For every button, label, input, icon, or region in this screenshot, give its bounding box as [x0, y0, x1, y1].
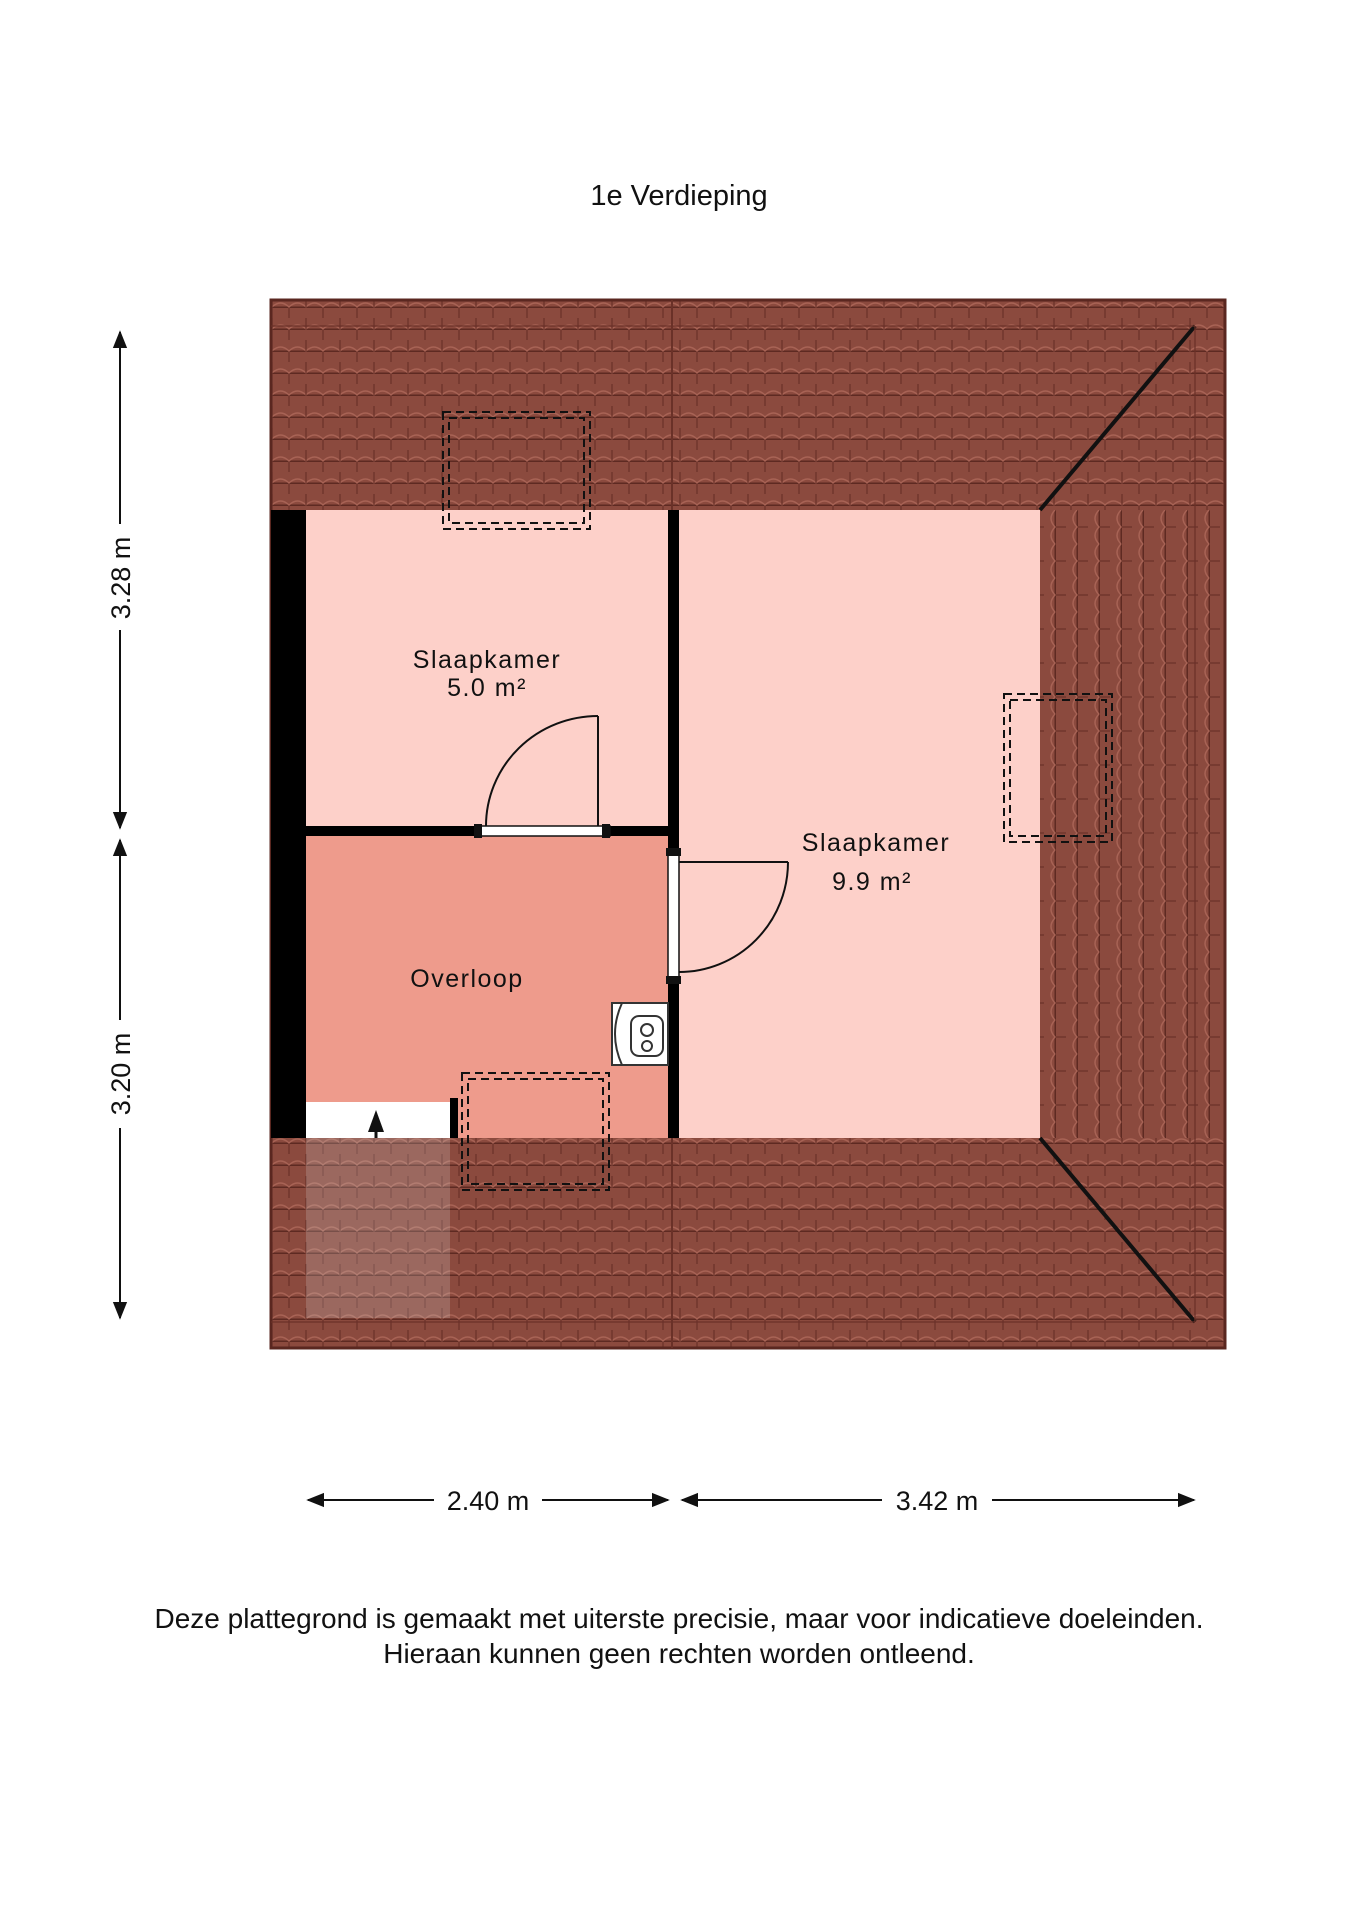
wall-middle — [668, 510, 679, 1138]
skylight-top-inner — [448, 417, 585, 524]
skylight-right-inner — [1009, 699, 1107, 837]
room-landing-fill — [306, 836, 668, 1138]
roof-right — [1040, 510, 1225, 1138]
skylight-top — [442, 411, 591, 530]
skylight-right — [1003, 693, 1113, 843]
skylight-bottom-inner — [467, 1078, 604, 1185]
wall-stair-edge — [450, 1098, 458, 1138]
stair-arrow — [368, 1110, 384, 1132]
boiler-knob — [641, 1040, 653, 1052]
wall-left — [271, 510, 306, 1138]
dim-height-lower: 3.20 m — [106, 1033, 136, 1116]
door-jamb — [666, 976, 681, 984]
roof — [269, 298, 1227, 1350]
door-bedroom-small — [474, 715, 611, 838]
door-bedroom-large — [666, 848, 789, 984]
skylights — [442, 411, 1113, 1191]
boiler-front — [614, 1002, 623, 1066]
door-frame — [667, 851, 680, 981]
room-area-bedroom-small: 5.0 m² — [447, 674, 527, 702]
roof-top — [271, 300, 1225, 510]
door-jamb — [474, 824, 482, 838]
room-bedroom-large-fill — [679, 510, 1040, 1138]
room-name-bedroom-large: Slaapkamer — [802, 829, 950, 857]
room-name-landing: Overloop — [410, 965, 523, 993]
disclaimer-line-2: Hieraan kunnen geen rechten worden ontle… — [383, 1638, 975, 1669]
door-jamb — [602, 824, 610, 838]
floor-title: 1e Verdieping — [590, 180, 768, 212]
room-bedroom-small-fill — [306, 510, 668, 826]
door-swing — [485, 715, 599, 827]
dim-width-right: 3.42 m — [896, 1486, 979, 1516]
room-name-bedroom-small: Slaapkamer — [413, 646, 561, 674]
door-frame — [477, 825, 611, 837]
door-jamb — [666, 848, 681, 856]
staircase-below — [306, 1138, 450, 1318]
door-swing — [678, 861, 789, 973]
dim-height-upper: 3.28 m — [106, 537, 136, 620]
disclaimer-line-1: Deze plattegrond is gemaakt met uiterste… — [154, 1603, 1204, 1634]
roof-ridge-top — [1038, 324, 1197, 512]
skylight-bottom — [461, 1072, 610, 1191]
room-area-bedroom-large: 9.9 m² — [832, 868, 912, 896]
boiler-unit — [611, 1002, 669, 1066]
roof-bottom — [271, 1138, 1225, 1348]
boiler-knob — [640, 1023, 654, 1037]
dim-width-left: 2.40 m — [447, 1486, 530, 1516]
roof-ridge-bottom — [1038, 1136, 1197, 1324]
